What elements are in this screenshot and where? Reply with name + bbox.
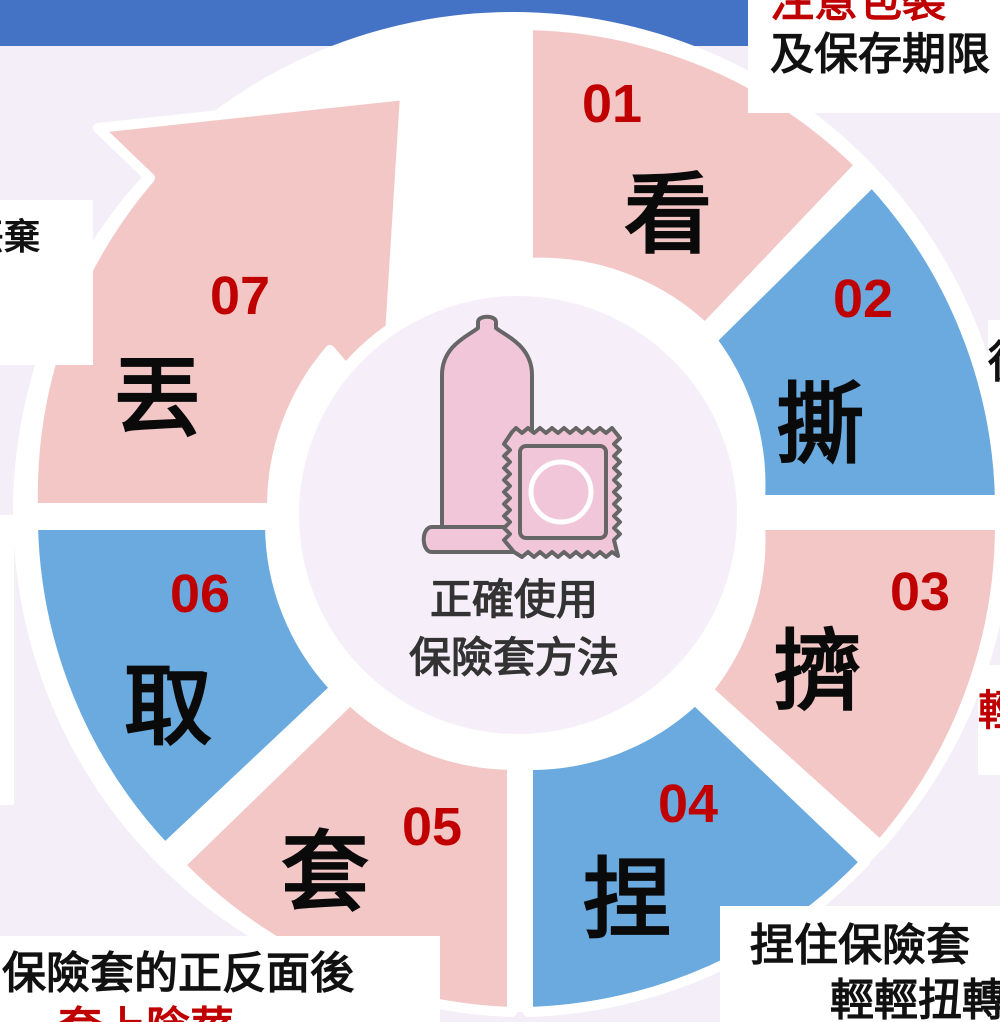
note-bottom-right: 捏住保險套 輕輕扭轉	[720, 906, 1000, 1022]
step-02-sector	[707, 177, 1000, 505]
step-02-char: 撕	[776, 373, 864, 476]
note-top-right-line1: 注意包裝	[770, 0, 946, 27]
note-bottom-left: 保險套的正反面後 套上陰莖	[0, 936, 440, 1022]
step-01-number: 01	[582, 74, 642, 134]
step-06-sector	[28, 520, 340, 853]
step-05-char: 套	[281, 821, 369, 924]
note-bottom-left-line1: 保險套的正反面後	[2, 948, 354, 999]
step-03-char: 擠	[773, 620, 861, 723]
note-left-07-text: 丟棄	[0, 217, 41, 258]
note-right-02-text: 從	[988, 335, 1000, 390]
note-bottom-right-line1: 捏住保險套	[750, 920, 970, 971]
step-07-number: 07	[210, 266, 270, 326]
note-right-03-text: 輕	[978, 686, 1000, 735]
note-left-06	[0, 515, 14, 805]
center-title-line1: 正確使用	[430, 575, 598, 624]
note-right-02: 從	[988, 320, 1000, 417]
step-03-sector	[703, 520, 1000, 850]
note-top-right: 注意包裝 及保存期限	[748, 0, 1000, 113]
step-07-char: 丟	[113, 346, 201, 449]
condom-icon	[421, 314, 622, 559]
step-02-number: 02	[833, 269, 893, 329]
step-03-number: 03	[890, 562, 950, 622]
note-top-right-line2: 及保存期限	[770, 29, 990, 80]
note-bottom-right-line2: 輕輕扭轉	[830, 975, 1000, 1022]
note-bottom-left-line2: 套上陰莖	[0, 1001, 440, 1022]
step-04-char: 捏	[583, 848, 671, 951]
step-06-number: 06	[170, 564, 230, 624]
center-title-line2: 保險套方法	[409, 633, 619, 682]
step-05-number: 05	[402, 797, 462, 857]
step-07-arrow	[27, 90, 410, 513]
note-right-03: 輕	[978, 665, 1000, 775]
step-06-char: 取	[124, 655, 212, 758]
step-04-number: 04	[658, 774, 718, 834]
step-01-char: 看	[624, 163, 712, 266]
note-left-07: 丟棄	[0, 200, 93, 365]
